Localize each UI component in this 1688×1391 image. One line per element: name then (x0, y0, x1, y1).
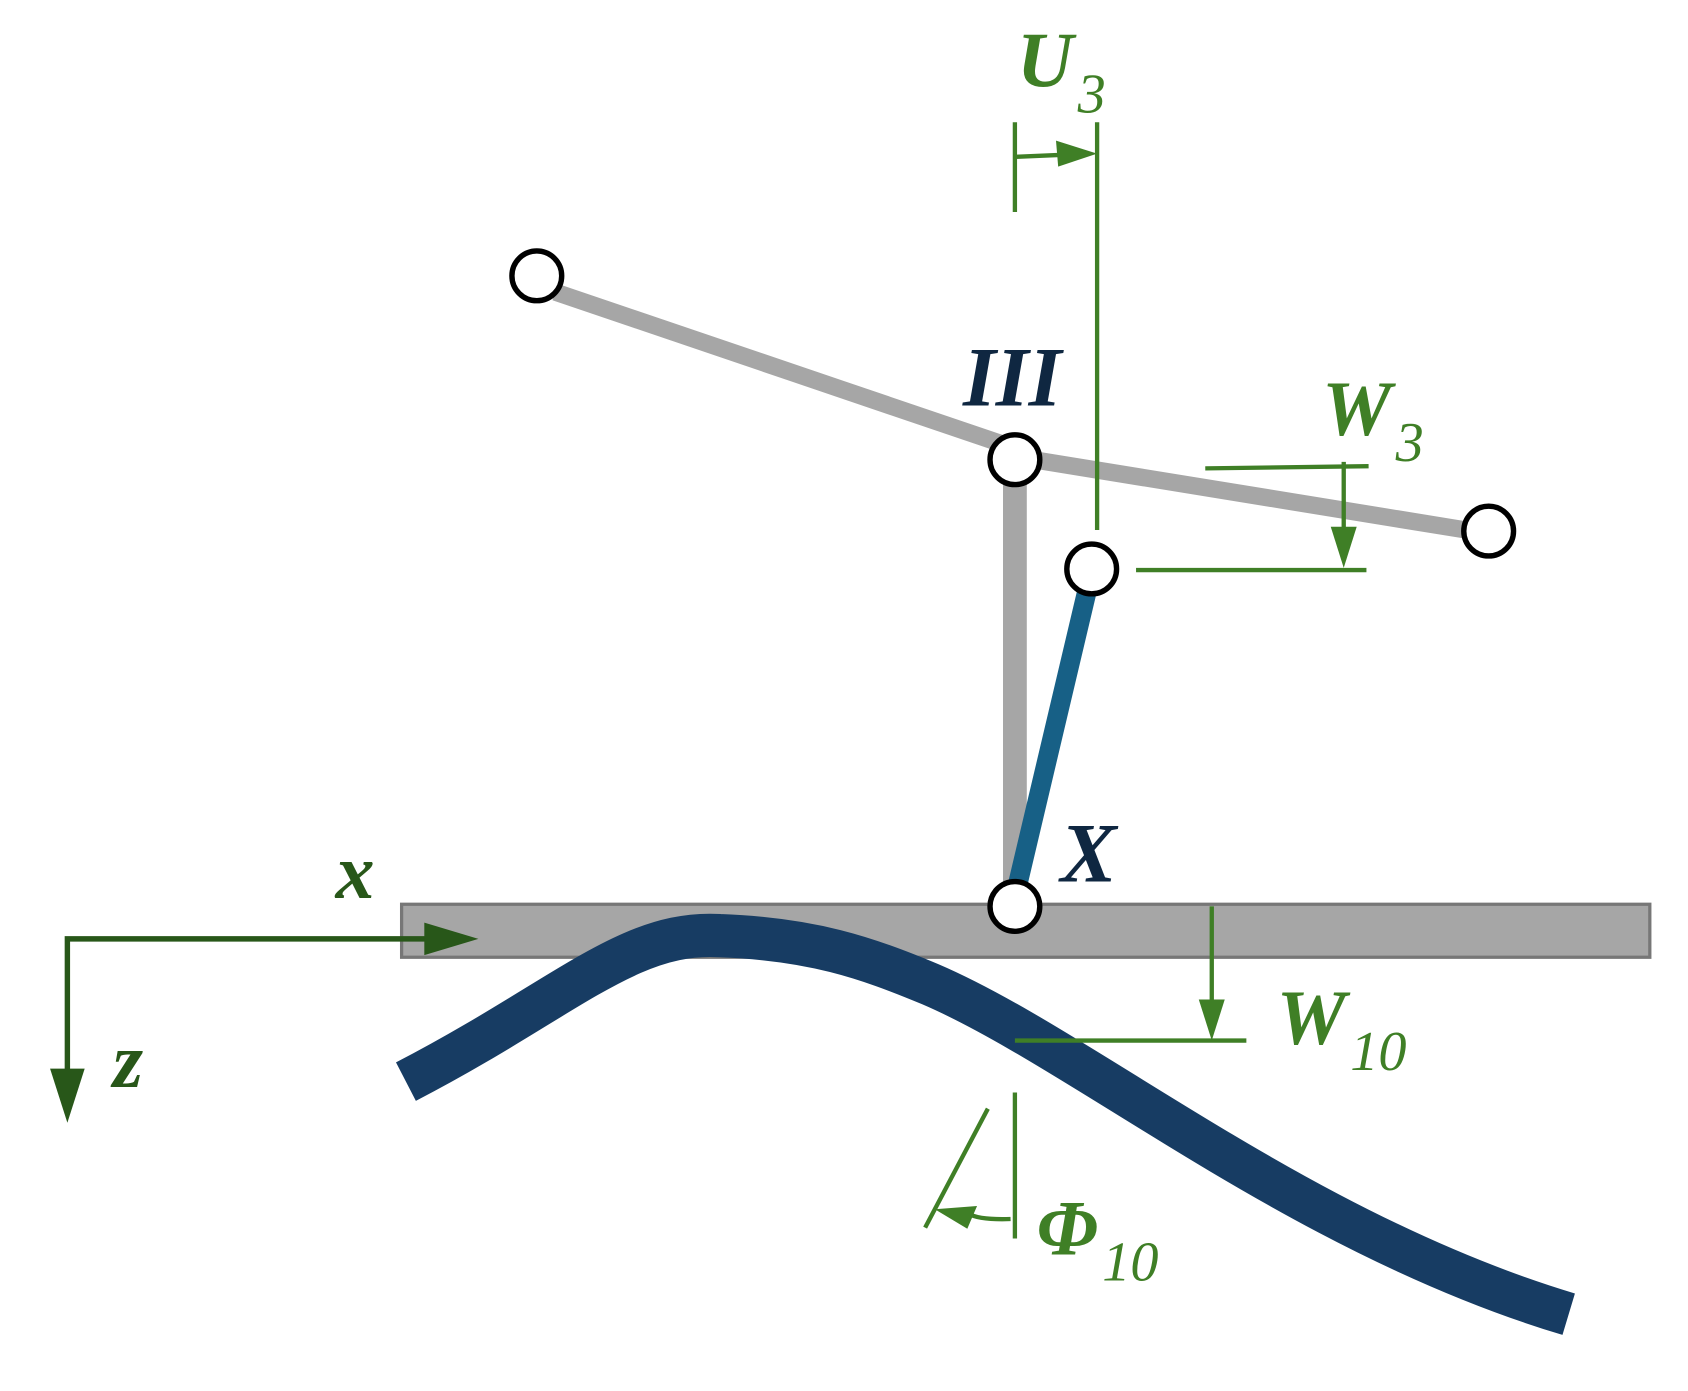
node-x (987, 878, 1043, 935)
upper-left-member (552, 283, 1004, 452)
w10-label: W10 (1277, 975, 1407, 1083)
w10-arrowhead-icon (1198, 999, 1225, 1041)
link-member (1007, 587, 1097, 890)
u3-label: U3 (1017, 18, 1106, 126)
node-iii (987, 432, 1043, 488)
node-iii-label: III (962, 332, 1065, 425)
phi10-arrowhead-icon (934, 1206, 978, 1229)
z-axis-arrow-icon (50, 1068, 85, 1123)
w3-arrowhead-icon (1330, 526, 1357, 568)
w3-label: W3 (1322, 366, 1424, 474)
axis-z-label: z (110, 1018, 143, 1104)
node-link-top (1064, 541, 1120, 597)
node-x-label: X (1057, 808, 1118, 901)
axis-x-label: x (335, 829, 375, 915)
upper-right-member (1031, 451, 1468, 539)
phi10-label: Φ10 (1037, 1186, 1159, 1294)
dimension-lines (923, 122, 1369, 1239)
deflection-curve (395, 913, 1575, 1335)
x-axis-arrow-icon (424, 922, 479, 956)
node-left (509, 248, 565, 304)
coordinate-axes (64, 936, 428, 1077)
dimension-arrowheads (934, 140, 1357, 1229)
u3-arrowhead-icon (1056, 140, 1098, 167)
node-right (1461, 503, 1517, 559)
